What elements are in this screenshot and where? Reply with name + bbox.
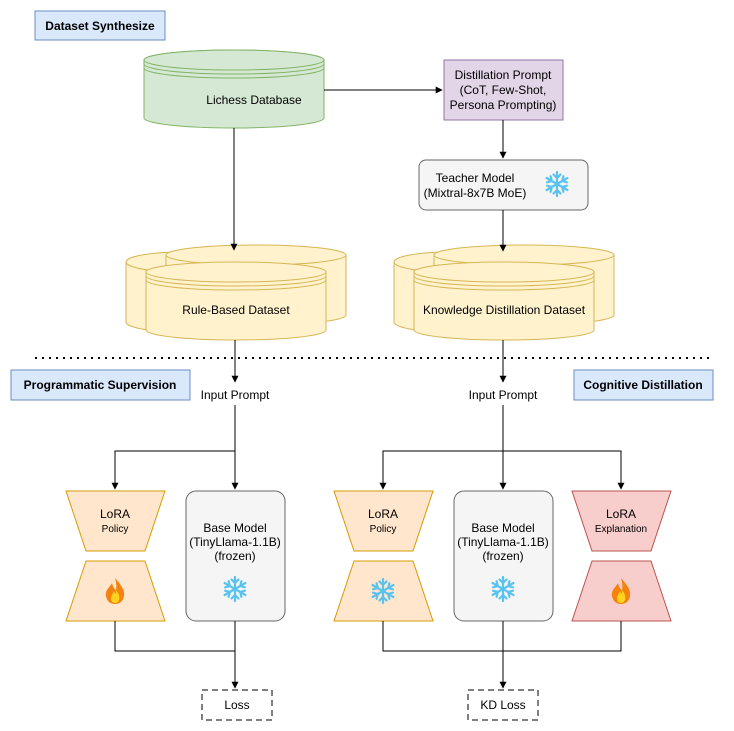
rule-based-dataset-label: Rule-Based Dataset xyxy=(182,303,290,317)
teacher-model-line: Teacher Model xyxy=(436,171,515,185)
base-model-left-line: Base Model xyxy=(203,521,266,535)
lora-policy-right-title: LoRA xyxy=(368,507,398,521)
teacher-model-node: Teacher Model (Mixtral-8x7B MoE) xyxy=(418,159,589,211)
lora-explanation-sub: Explanation xyxy=(595,524,647,535)
loss-label: Loss xyxy=(224,698,249,712)
lora-explanation-title: LoRA xyxy=(606,507,636,521)
input-prompt-left: Input Prompt xyxy=(201,388,270,402)
distillation-prompt-node: Distillation Prompt (CoT, Few-Shot, Pers… xyxy=(443,59,564,121)
section-dataset-synthesize: Dataset Synthesize xyxy=(34,10,166,41)
kd-dataset-label: Knowledge Distillation Dataset xyxy=(423,303,586,317)
lichess-database-node: Lichess Database xyxy=(143,49,325,129)
base-model-right-line: Base Model xyxy=(471,521,534,535)
kd-loss-node: KD Loss xyxy=(467,689,539,721)
edge-input-to-lora-right xyxy=(379,450,503,490)
lora-explanation-node: LoRA Explanation xyxy=(571,490,672,622)
lora-policy-right-sub: Policy xyxy=(370,524,397,535)
edge-right-merge xyxy=(382,621,622,652)
base-model-left-node: Base Model (TinyLlama-1.1B) (frozen) xyxy=(185,490,286,622)
base-model-left-line: (TinyLlama-1.1B) xyxy=(189,535,281,549)
teacher-model-line: (Mixtral-8x7B MoE) xyxy=(424,186,527,200)
edge-input-to-lora-left xyxy=(111,450,235,490)
edges xyxy=(111,86,625,689)
kd-loss-label: KD Loss xyxy=(480,698,525,712)
distillation-prompt-line: Persona Prompting) xyxy=(450,98,557,112)
rule-based-dataset-node: Rule-Based Dataset xyxy=(125,244,347,341)
loss-node: Loss xyxy=(201,689,273,721)
section-cognitive-distillation: Cognitive Distillation xyxy=(573,369,714,401)
kd-dataset-node: Knowledge Distillation Dataset xyxy=(393,244,615,341)
edge-lora-left-merge xyxy=(114,621,235,652)
lora-policy-right-node: LoRA Policy xyxy=(333,490,434,622)
lora-policy-left-title: LoRA xyxy=(100,507,130,521)
distillation-prompt-line: (CoT, Few-Shot, xyxy=(460,83,547,97)
section-programmatic-supervision: Programmatic Supervision xyxy=(10,369,191,401)
lichess-database-label: Lichess Database xyxy=(206,93,302,107)
lora-policy-left-node: LoRA Policy xyxy=(65,490,166,622)
section-label: Programmatic Supervision xyxy=(24,378,177,392)
lora-policy-left-sub: Policy xyxy=(102,524,129,535)
section-label: Dataset Synthesize xyxy=(45,19,155,33)
base-model-right-node: Base Model (TinyLlama-1.1B) (frozen) xyxy=(453,490,554,622)
edge-input-to-lora-expl xyxy=(503,450,625,490)
base-model-left-line: (frozen) xyxy=(214,549,255,563)
input-prompt-right: Input Prompt xyxy=(469,388,538,402)
distillation-prompt-line: Distillation Prompt xyxy=(455,68,552,82)
base-model-right-line: (frozen) xyxy=(482,549,523,563)
base-model-right-line: (TinyLlama-1.1B) xyxy=(457,535,549,549)
section-label: Cognitive Distillation xyxy=(583,378,702,392)
